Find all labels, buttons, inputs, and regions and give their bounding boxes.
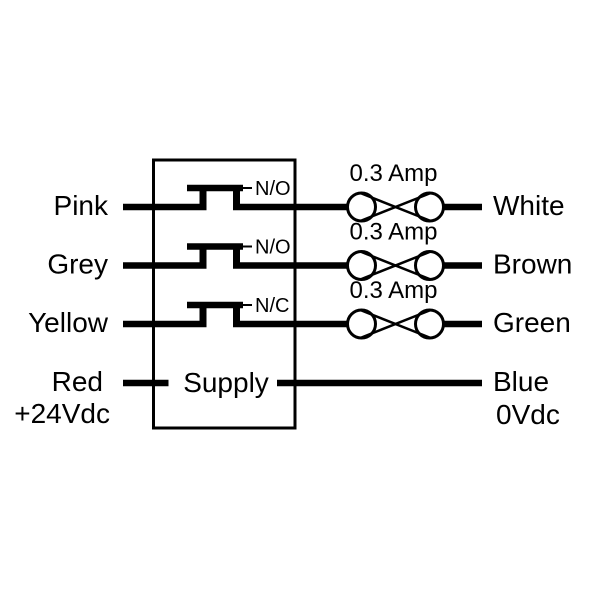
- channel-row-2: Grey N/O 0.3 Amp Brown: [47, 219, 572, 281]
- supply-left-voltage-label: +24Vdc: [14, 398, 110, 429]
- channel1-fuse-cross-line-2: [361, 192, 430, 222]
- channel1-left-wire-label: Pink: [54, 190, 109, 221]
- channel2-fuse-rating-label: 0.3 Amp: [349, 219, 437, 246]
- channel-row-3: Yellow N/C 0.3 Amp Green: [28, 277, 571, 340]
- channel1-fuse-rating-label: 0.3 Amp: [349, 160, 437, 187]
- channel1-fuse-circle-left: [346, 191, 377, 223]
- channel3-fuse-rating-label: 0.3 Amp: [349, 277, 437, 304]
- terminal-box-outline: [152, 158, 297, 430]
- channel2-right-wire-label: Brown: [493, 249, 572, 280]
- channel3-fuse-cross-line-2: [361, 309, 430, 339]
- supply-right-wire-label: Blue: [493, 366, 549, 397]
- channel3-right-wire-label: Green: [493, 307, 571, 338]
- supply-left-wire-label: Red: [52, 366, 103, 397]
- channel2-fuse-cross-line-2: [361, 250, 430, 281]
- channel3-fuse-circle-left: [346, 308, 377, 340]
- channel2-left-wire-label: Grey: [47, 249, 108, 280]
- channel1-right-wire-label: White: [493, 190, 565, 221]
- supply-row: Red +24Vdc Supply Blue 0Vdc: [14, 366, 560, 430]
- channel1-contact-type-label: N/O: [255, 178, 291, 200]
- supply-box-label: Supply: [183, 367, 269, 398]
- channel2-contact-type-label: N/O: [255, 237, 291, 259]
- channel3-contact-type-label: N/C: [255, 295, 289, 317]
- channel2-fuse-circle-left: [346, 250, 377, 281]
- channel3-left-wire-label: Yellow: [28, 307, 109, 338]
- supply-right-voltage-label: 0Vdc: [496, 399, 560, 430]
- channel-row-1: Pink N/O 0.3 Amp White: [54, 160, 565, 223]
